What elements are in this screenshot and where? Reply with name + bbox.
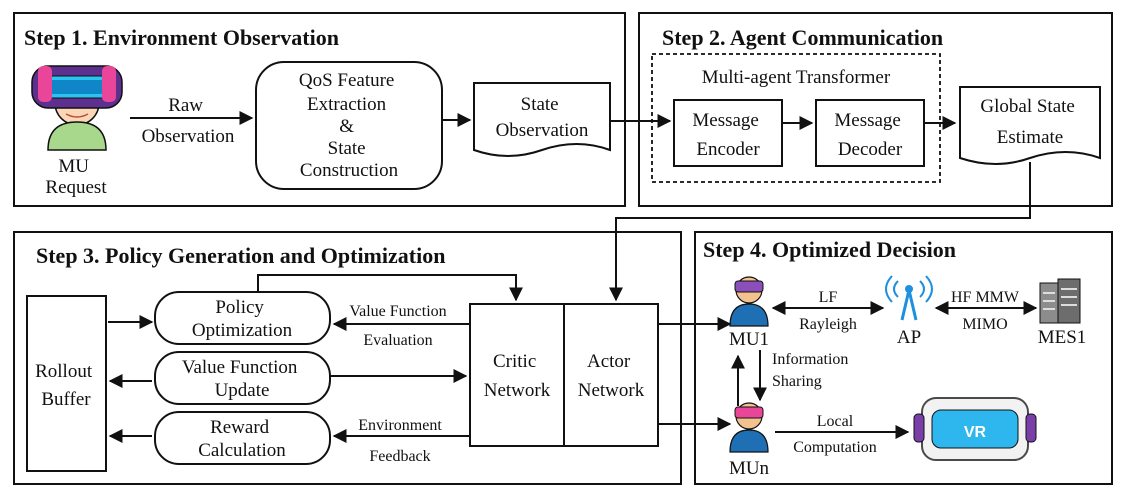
policy-optimization-label: Policy Optimization (192, 297, 293, 341)
hf-label: HF MMW (951, 289, 1020, 306)
step2-title: Step 2. Agent Communication (662, 25, 943, 50)
mes-server-icon (1039, 278, 1081, 324)
global-to-actor-arrow (609, 162, 1031, 302)
ap-antenna-icon (885, 275, 933, 321)
message-decoder-node (815, 99, 925, 167)
mun-user-icon (729, 402, 769, 453)
rollout-buffer-label: Rollout Buffer (35, 361, 97, 410)
mu-request-user-icon (31, 65, 123, 151)
rollout-buffer-node (26, 295, 107, 472)
step3-panel: Step 3. Policy Generation and Optimizati… (13, 231, 682, 485)
step1-title: Step 1. Environment Observation (24, 25, 339, 50)
global-state-label: Global State Estimate (980, 96, 1079, 148)
sharing-label: Sharing (772, 373, 822, 390)
qos-extraction-label: QoS Feature Extraction & State Construct… (299, 70, 399, 181)
state-observation-label: State Observation (496, 94, 589, 141)
mu-request-label: MU Request (45, 156, 107, 198)
transformer-label: Multi-agent Transformer (702, 67, 891, 88)
policy-to-critic-arrow (257, 274, 523, 302)
mu1-label: MU1 (729, 329, 769, 350)
policy-optimization-node (154, 291, 331, 345)
mun-label: MUn (729, 458, 770, 479)
critic-network-label: Critic Network (484, 351, 551, 401)
rayleigh-label: Rayleigh (799, 316, 857, 333)
env-feedback-label-1: Environment (358, 417, 442, 434)
value-function-update-label: Value Function Update (182, 357, 302, 401)
actor-network-label: Actor Network (578, 351, 645, 401)
computation-label: Computation (793, 439, 877, 456)
qos-extraction-node (255, 61, 443, 190)
vf-eval-label-1: Value Function (349, 303, 446, 320)
info-label: Information (772, 351, 848, 368)
lf-label: LF (819, 289, 838, 306)
step2-panel: Step 2. Agent Communication Multi-agent … (638, 12, 1113, 207)
mes-label: MES1 (1038, 327, 1087, 348)
message-encoder-label: Message Encoder (692, 110, 763, 160)
vr-headset-icon: VR (913, 397, 1037, 461)
vr-mark: VR (964, 424, 987, 441)
mu1-user-icon (729, 276, 769, 327)
env-feedback-label-2: Feedback (369, 448, 430, 465)
step3-title: Step 3. Policy Generation and Optimizati… (36, 243, 445, 268)
message-decoder-label: Message Decoder (834, 110, 905, 160)
step1-panel: Step 1. Environment Observation MU Reque… (13, 12, 626, 207)
transformer-dashed-group (651, 53, 941, 183)
state-observation-node (473, 82, 611, 157)
reward-calculation-node (154, 411, 331, 465)
ap-label: AP (897, 327, 921, 348)
vf-eval-label-2: Evaluation (363, 332, 432, 349)
value-function-update-node (154, 351, 331, 405)
local-label: Local (817, 413, 854, 430)
step4-title: Step 4. Optimized Decision (703, 237, 956, 262)
global-state-node (959, 86, 1101, 165)
step4-panel: Step 4. Optimized Decision MU1 MUn AP (694, 231, 1113, 485)
raw-observation-label: Raw Observation (142, 95, 235, 147)
message-encoder-node (673, 99, 783, 167)
reward-calculation-label: Reward Calculation (198, 417, 286, 461)
mimo-label: MIMO (962, 316, 1007, 333)
